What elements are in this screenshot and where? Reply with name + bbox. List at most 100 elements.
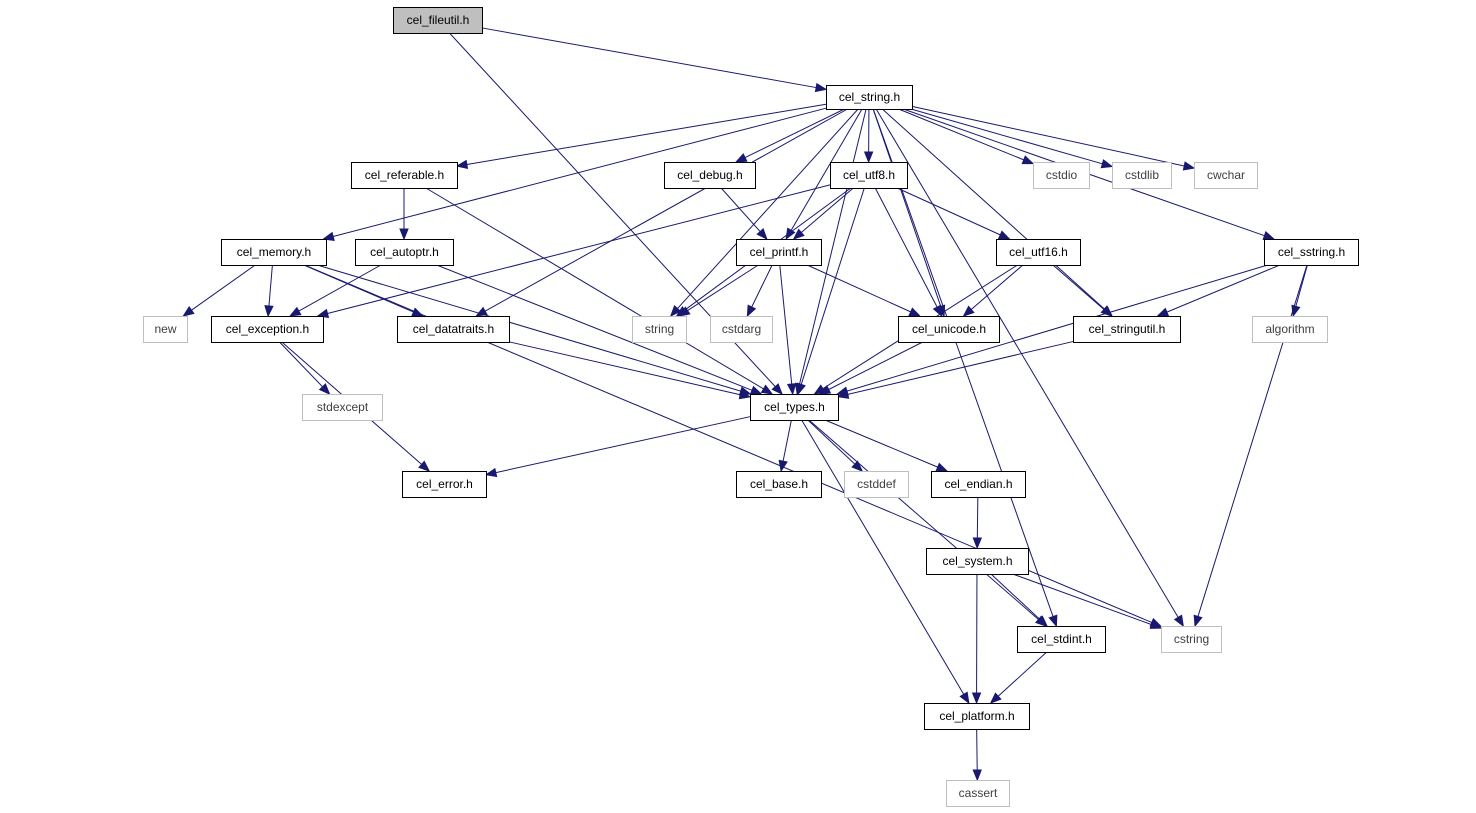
edge-cel_referable-to-cel_autoptr xyxy=(399,188,409,241)
edge-line xyxy=(191,264,256,311)
arrowhead-icon xyxy=(734,153,748,163)
node-box xyxy=(355,239,454,266)
node-cel-exception[interactable]: cel_exception.h xyxy=(211,316,324,343)
edge-line xyxy=(327,184,831,315)
node-cel-unicode[interactable]: cel_unicode.h xyxy=(898,316,1000,343)
node-label: cel_exception.h xyxy=(226,322,309,336)
node-box xyxy=(931,471,1026,498)
node-box xyxy=(826,85,913,110)
node-label: cel_error.h xyxy=(416,477,473,491)
node-cel-referable[interactable]: cel_referable.h xyxy=(351,162,458,189)
edge-line xyxy=(801,419,965,695)
edge-line xyxy=(466,103,827,165)
arrowhead-icon xyxy=(318,383,331,395)
node-box xyxy=(924,703,1030,730)
node-label: cel_endian.h xyxy=(944,477,1012,491)
node-cel-base[interactable]: cel_base.h xyxy=(736,471,822,498)
node-box xyxy=(1161,626,1222,653)
edge-cel_stdint-to-cel_platform xyxy=(989,651,1048,704)
node-new: new xyxy=(143,316,188,343)
edge-cel_fileutil-to-cel_string xyxy=(481,27,828,93)
arrowhead-icon xyxy=(1182,161,1196,171)
edge-line xyxy=(976,728,978,771)
node-box xyxy=(750,394,839,421)
node-cel-string[interactable]: cel_string.h xyxy=(826,85,913,110)
node-label: cel_printf.h xyxy=(750,245,809,259)
node-cel-error[interactable]: cel_error.h xyxy=(402,471,487,498)
node-box xyxy=(996,239,1081,266)
node-cel-utf8[interactable]: cel_utf8.h xyxy=(830,162,908,189)
arrowhead-icon xyxy=(851,460,864,472)
edge-cel_platform-to-cassert xyxy=(972,728,982,782)
arrowhead-icon xyxy=(771,383,783,395)
arrowhead-icon xyxy=(796,382,806,396)
node-label: algorithm xyxy=(1265,322,1314,336)
arrowhead-icon xyxy=(962,305,975,317)
edge-cel_utf8-to-cel_unicode xyxy=(874,187,943,318)
node-cel-sstring[interactable]: cel_sstring.h xyxy=(1264,239,1359,266)
arrowhead-icon xyxy=(785,227,796,241)
arrowhead-icon xyxy=(475,306,488,317)
edge-line xyxy=(779,264,793,385)
node-box xyxy=(736,239,822,266)
node-label: cel_platform.h xyxy=(939,709,1014,723)
node-box xyxy=(143,316,188,343)
node-box xyxy=(1252,316,1328,343)
edge-cel_datatraits-to-cel_types xyxy=(508,341,752,400)
node-box xyxy=(946,780,1010,807)
edge-line xyxy=(1166,264,1281,313)
node-box xyxy=(830,162,908,189)
node-box xyxy=(221,239,327,266)
arrowhead-icon xyxy=(399,228,409,241)
node-cel-debug[interactable]: cel_debug.h xyxy=(664,162,756,189)
edge-cel_string-to-cel_memory xyxy=(322,107,827,241)
edge-line xyxy=(990,573,1041,620)
arrowhead-icon xyxy=(935,462,949,472)
arrowhead-icon xyxy=(971,692,982,705)
edge-cel_types-to-cel_error xyxy=(484,416,751,478)
node-cel-types[interactable]: cel_types.h xyxy=(750,394,839,421)
edge-line xyxy=(911,105,1185,167)
arrowhead-icon xyxy=(818,385,832,395)
edge-line xyxy=(875,108,1179,618)
node-cel-printf[interactable]: cel_printf.h xyxy=(736,239,822,266)
arrowhead-icon xyxy=(1036,615,1048,627)
arrowhead-icon xyxy=(1100,305,1113,317)
node-cel-memory[interactable]: cel_memory.h xyxy=(221,239,327,266)
node-cstring: cstring xyxy=(1161,626,1222,653)
node-cel-stringutil[interactable]: cel_stringutil.h xyxy=(1073,316,1181,343)
edge-cel_types-to-cstddef xyxy=(807,419,864,472)
arrowhead-icon xyxy=(778,459,788,473)
node-box xyxy=(211,316,324,343)
node-cel-endian[interactable]: cel_endian.h xyxy=(931,471,1026,498)
edge-line xyxy=(970,264,1024,310)
node-box xyxy=(1017,626,1106,653)
edge-cel_types-to-cel_endian xyxy=(824,419,949,472)
node-cel-autoptr[interactable]: cel_autoptr.h xyxy=(355,239,454,266)
node-cel-platform[interactable]: cel_platform.h xyxy=(924,703,1030,730)
edge-line xyxy=(824,419,938,468)
edge-line xyxy=(1052,264,1105,310)
node-cel-utf16[interactable]: cel_utf16.h xyxy=(996,239,1081,266)
node-cel-system[interactable]: cel_system.h xyxy=(926,548,1029,575)
edge-cel_utf16-to-cel_stringutil xyxy=(1052,264,1113,317)
edge-cel_string-to-cel_stringutil xyxy=(881,108,1114,317)
node-box xyxy=(1033,162,1090,189)
node-cel-stdint[interactable]: cel_stdint.h xyxy=(1017,626,1106,653)
node-cel-fileutil[interactable]: cel_fileutil.h xyxy=(393,7,483,34)
arrowhead-icon xyxy=(182,306,195,317)
node-label: cassert xyxy=(959,786,998,800)
edge-line xyxy=(744,108,845,159)
node-label: cstring xyxy=(1174,632,1209,646)
node-label: cel_datatraits.h xyxy=(413,322,494,336)
edge-line xyxy=(800,187,865,385)
node-cel-datatraits[interactable]: cel_datatraits.h xyxy=(397,316,510,343)
node-box xyxy=(898,316,1000,343)
edge-line xyxy=(800,187,854,233)
edge-cel_printf-to-cel_types xyxy=(779,264,797,396)
edge-line xyxy=(881,108,1105,310)
edge-line xyxy=(332,107,827,237)
edge-line xyxy=(997,651,1048,697)
edge-line xyxy=(298,264,382,312)
node-box xyxy=(397,316,510,343)
